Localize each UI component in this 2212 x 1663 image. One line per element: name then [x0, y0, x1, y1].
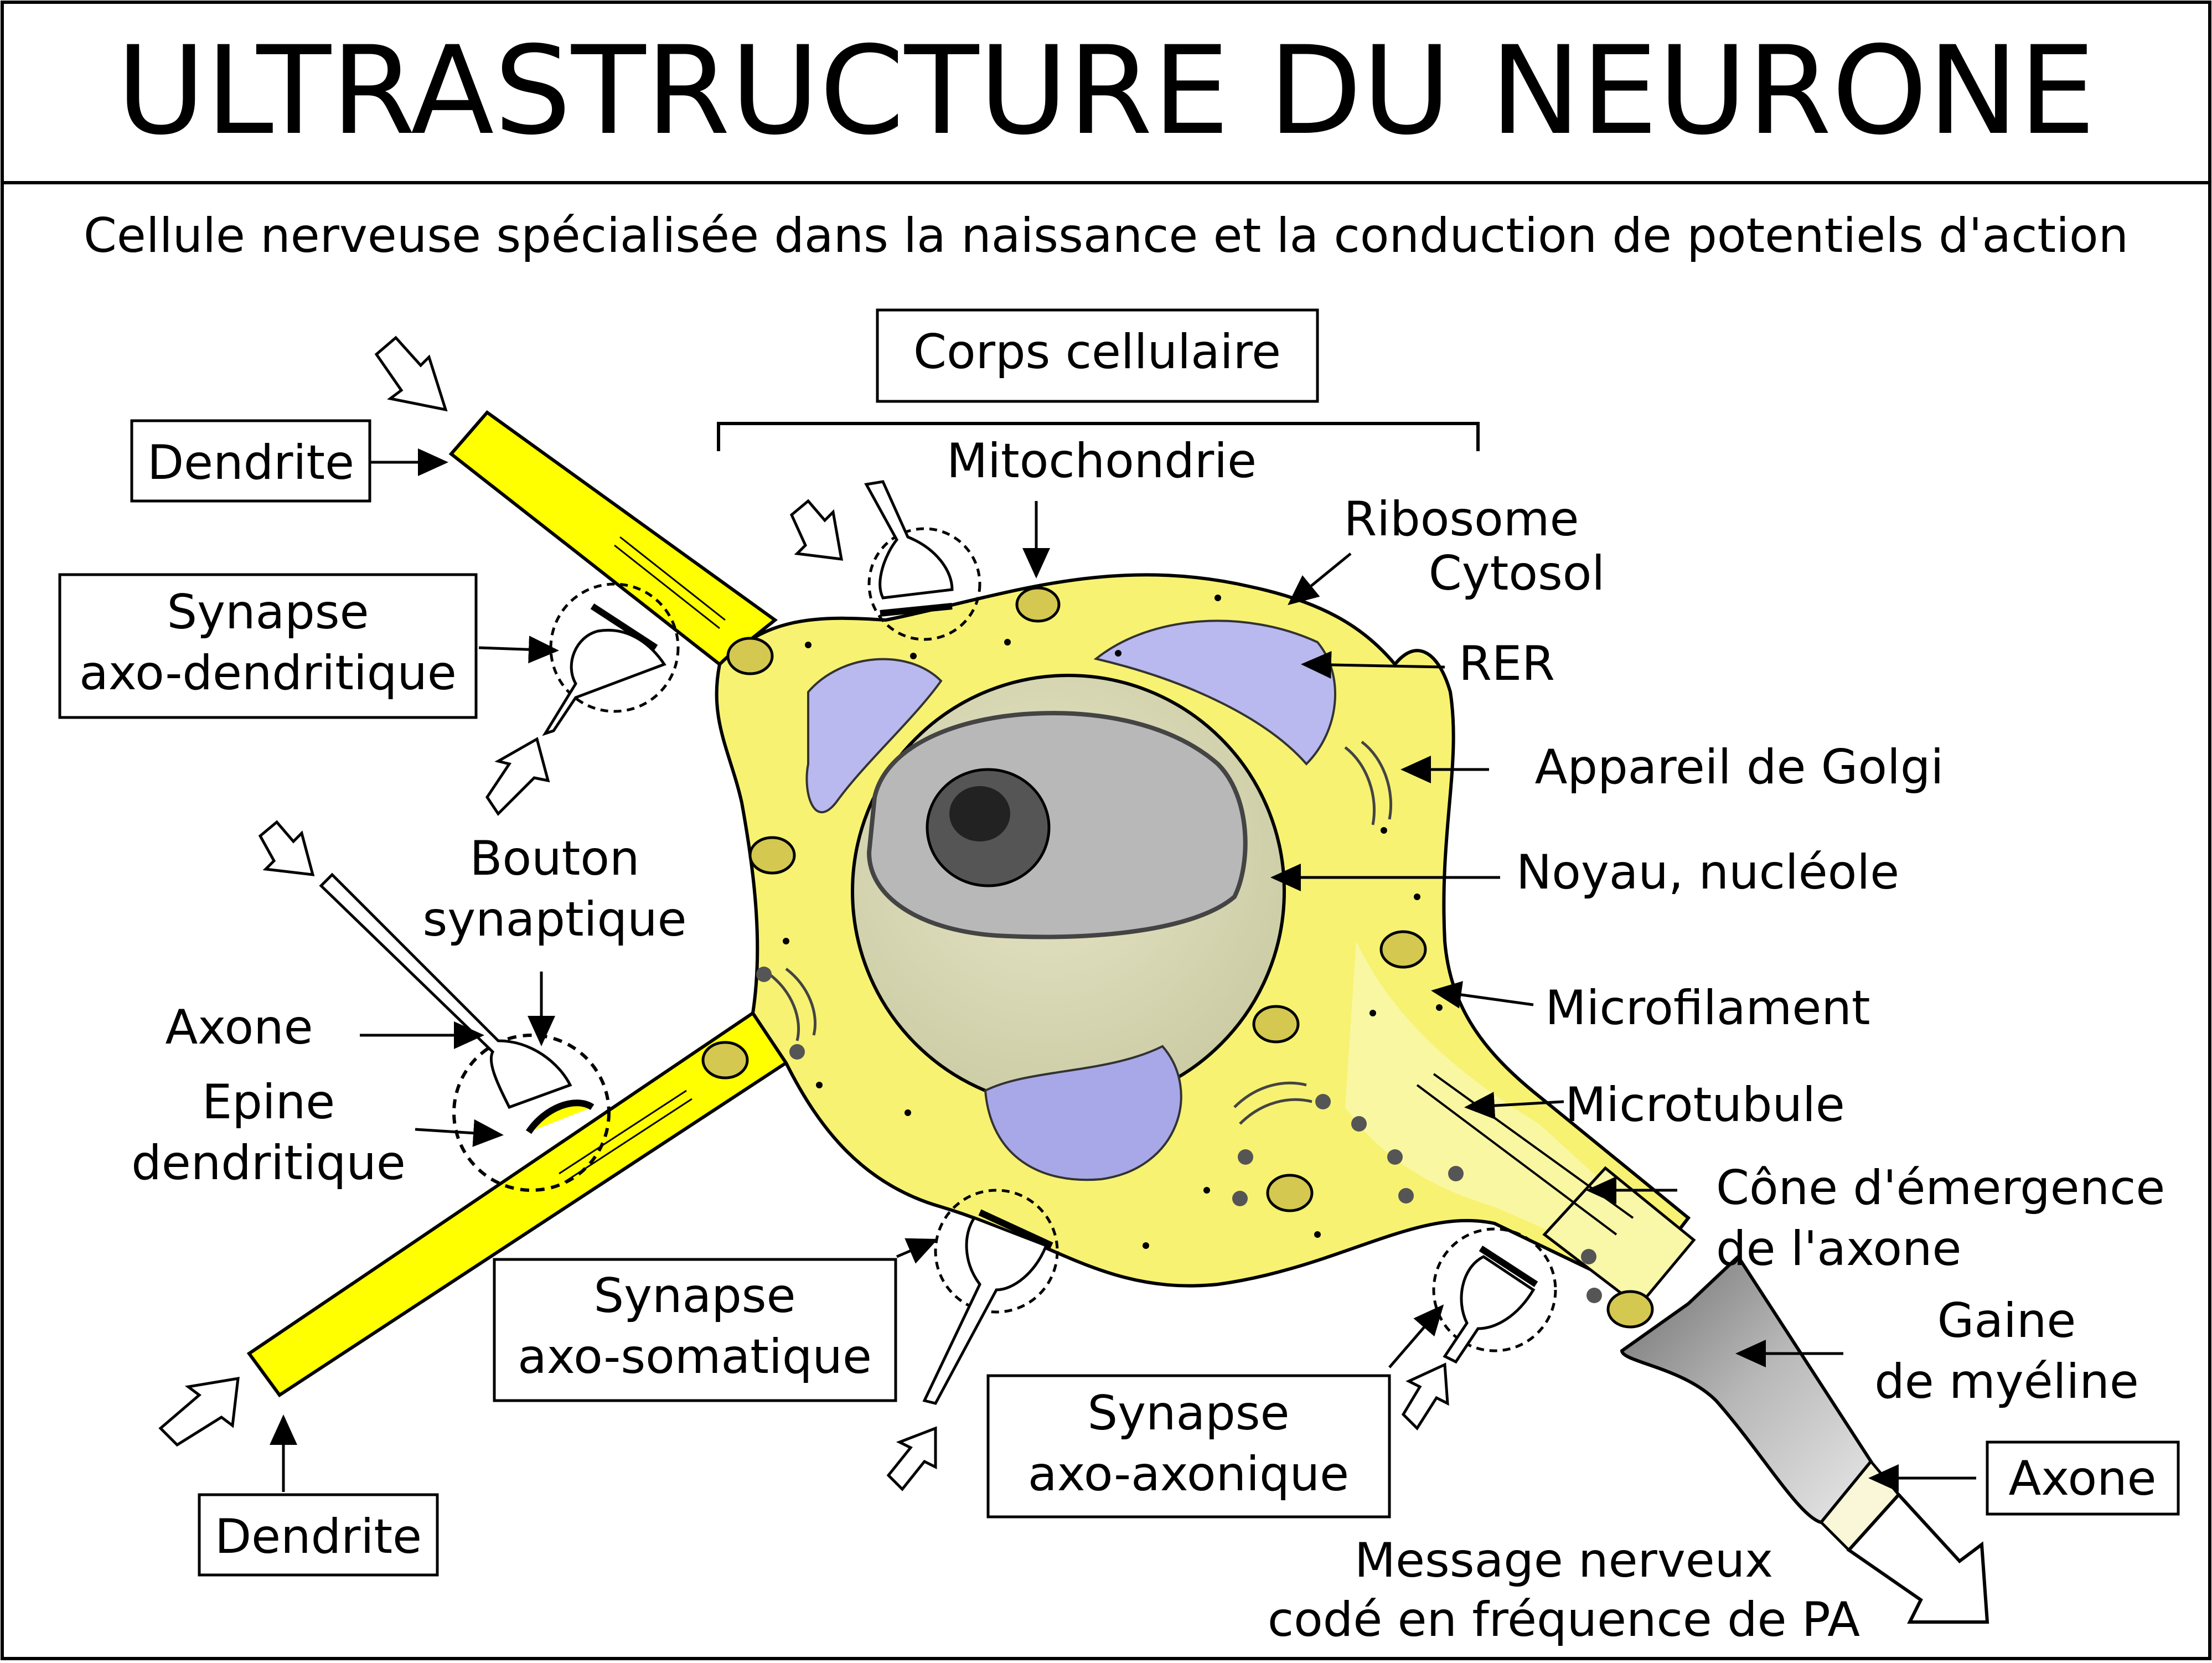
- synapse-axo-dendritique-box: [58, 573, 478, 719]
- input-arrow: [258, 820, 315, 876]
- bouton-label-2: synaptique: [422, 892, 686, 947]
- input-arrow: [158, 1376, 240, 1447]
- leader-arrows: [270, 448, 1976, 1492]
- golgi-left: [768, 968, 817, 1041]
- mitochondrion: [1252, 1005, 1300, 1044]
- leader-arrow: [1431, 981, 1534, 1009]
- synapse-axo-dendritique-label-1: Synapse: [167, 585, 369, 640]
- axone-right-label: Axone: [2008, 1451, 2156, 1506]
- synapse-axo-dendritique-label-2: axo-dendritique: [79, 645, 457, 701]
- synaptic-bouton: [922, 1216, 1048, 1405]
- leader-arrow: [1464, 1092, 1564, 1120]
- mitochondrion: [701, 1041, 749, 1080]
- microtubule-line: [1416, 1084, 1617, 1236]
- rer-right: [1093, 619, 1336, 766]
- input-arrow: [1401, 1362, 1449, 1430]
- leader-arrow: [896, 1238, 938, 1264]
- cytosol-label: Cytosol: [1429, 546, 1605, 601]
- vesicles: [756, 967, 1602, 1303]
- leader-arrow: [1301, 650, 1445, 679]
- synapse-axo-axonique-box: [986, 1374, 1391, 1519]
- mitochondrion: [1606, 1290, 1654, 1329]
- gaine-label-1: Gaine: [1937, 1293, 2076, 1349]
- noyau-label: Noyau, nucléole: [1516, 845, 1899, 900]
- mitochondrion: [1266, 1174, 1314, 1212]
- golgi-label: Appareil de Golgi: [1535, 740, 1944, 795]
- input-arrow: [485, 737, 550, 816]
- dendrite-top-label: Dendrite: [147, 435, 354, 490]
- epine-label-2: dendritique: [131, 1135, 405, 1191]
- leader-arrow: [415, 1119, 504, 1147]
- synaptic-bouton: [1443, 1255, 1536, 1364]
- output-arrow: [1846, 1492, 1989, 1624]
- page-subtitle: Cellule nerveuse spécialisée dans la nai…: [84, 208, 2128, 264]
- synapse-axo-axonique-label-1: Synapse: [1088, 1386, 1290, 1441]
- cone-label-2: de l'axone: [1716, 1221, 1961, 1277]
- dendrite-top-box: [130, 419, 371, 503]
- bouton-label-1: Bouton: [470, 831, 640, 886]
- synapse-axo-axonique: [1432, 1227, 1557, 1364]
- microtubule-label: Microtubule: [1565, 1077, 1845, 1133]
- leader-arrow: [478, 636, 559, 664]
- message-label-2: codé en fréquence de PA: [1268, 1592, 1860, 1647]
- golgi-bottom: [1233, 1081, 1312, 1125]
- synapse-axo-somatique: [922, 1189, 1059, 1405]
- page-title: ULTRASTRUCTURE DU NEURONE: [116, 20, 2095, 162]
- synapse-axo-somatique-label-1: Synapse: [594, 1268, 796, 1324]
- leader-arrow: [1288, 552, 1352, 606]
- myelin-sheath: [1620, 1254, 1873, 1525]
- cone-label-1: Cône d'émergence: [1716, 1160, 2165, 1216]
- rer-bottom: [984, 1045, 1182, 1181]
- input-arrow: [789, 499, 844, 561]
- epine-label-1: Epine: [202, 1075, 335, 1130]
- dendritic-spine: [526, 1099, 595, 1134]
- dendrite-bottom-box: [198, 1493, 439, 1577]
- axone-right-box: [1986, 1440, 2180, 1516]
- corps-bracket: [717, 422, 1480, 451]
- axon-terminal-left: [319, 872, 572, 1109]
- ribosome-label: Ribosome: [1344, 492, 1579, 547]
- mitochondrion: [748, 836, 796, 875]
- mitochondrion: [1015, 586, 1061, 623]
- golgi-right: [1344, 741, 1393, 825]
- synapse-soma-top: [864, 480, 981, 641]
- chromatin: [866, 711, 1248, 939]
- synapse-axo-somatique-label-2: axo-somatique: [518, 1329, 872, 1385]
- mitochondrion: [1379, 930, 1427, 969]
- rer-label: RER: [1459, 636, 1555, 691]
- message-label-1: Message nerveux: [1355, 1533, 1773, 1588]
- rer-left: [805, 658, 943, 813]
- corps-cellulaire-label: Corps cellulaire: [913, 324, 1281, 380]
- leader-arrow: [1388, 1304, 1444, 1368]
- synapse-axo-somatique-box: [493, 1258, 897, 1402]
- mitochondria: [701, 586, 1654, 1329]
- dendrite-bottom-label: Dendrite: [215, 1509, 422, 1564]
- input-arrow: [374, 335, 448, 412]
- input-arrows: [158, 335, 1449, 1491]
- input-arrow: [886, 1426, 937, 1491]
- synapse-axo-axonique-label-2: axo-axonique: [1028, 1447, 1349, 1502]
- mitochondrie-label: Mitochondrie: [947, 433, 1257, 489]
- dendrite-upper: [448, 410, 778, 667]
- corps-cellulaire-box: [876, 308, 1319, 403]
- synaptic-bouton: [864, 480, 954, 600]
- microfilament-label: Microfilament: [1545, 980, 1870, 1036]
- synaptic-bouton: [542, 629, 666, 736]
- gaine-label-2: de myéline: [1874, 1354, 2139, 1409]
- axone-left-label: Axone: [165, 1000, 313, 1055]
- mitochondrion: [726, 637, 774, 675]
